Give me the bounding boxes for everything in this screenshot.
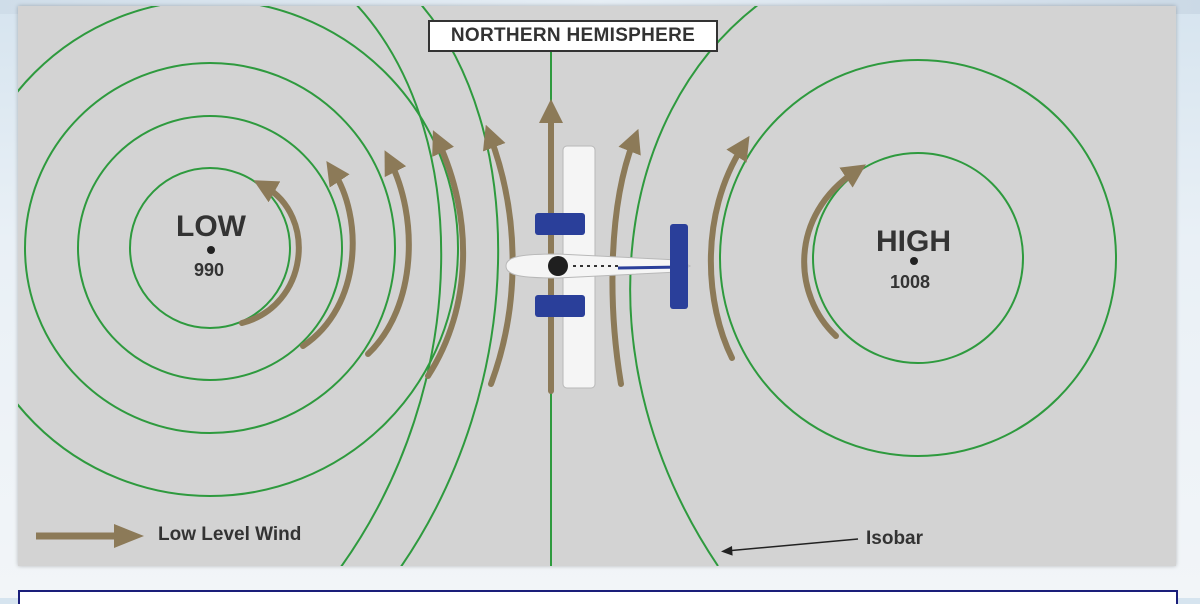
wind-arrow-low-3 xyxy=(365,150,412,357)
wind-arrow-low-2 xyxy=(300,161,356,349)
isobar-low-4 xyxy=(18,6,459,497)
low-center-dot xyxy=(207,246,215,254)
isobar-low-1 xyxy=(129,167,291,329)
diagram-canvas xyxy=(18,6,1117,566)
low-pressure-label: LOW xyxy=(176,210,246,243)
open-isobars xyxy=(340,6,759,566)
high-center-dot xyxy=(910,257,918,265)
aircraft-engine-right xyxy=(535,295,585,317)
wind-arrow-icon xyxy=(36,524,144,548)
isobar-low-3 xyxy=(24,62,396,434)
legend-isobar-label: Isobar xyxy=(866,528,924,549)
wind-arrow-high-1 xyxy=(707,135,750,361)
high-pressure-label: HIGH xyxy=(876,225,951,258)
aircraft-tail xyxy=(670,224,688,309)
low-pressure-value: 990 xyxy=(194,260,225,280)
isobar-high-2 xyxy=(719,59,1117,457)
wind-arrow-low-4 xyxy=(425,130,467,379)
wind-arrows xyxy=(239,99,867,394)
low-isobars xyxy=(18,6,459,497)
aircraft-engine-left xyxy=(535,213,585,235)
isobar-open-right xyxy=(629,6,759,566)
isobar-high-1 xyxy=(812,152,1024,364)
legend-wind-label: Low Level Wind xyxy=(158,524,302,545)
isobar-open-left-inner xyxy=(400,6,500,566)
aircraft-top-view-icon xyxy=(505,145,692,389)
isobar-pointer xyxy=(721,538,859,556)
aircraft-cockpit xyxy=(548,256,568,276)
wind-arrow-high-2 xyxy=(801,164,867,339)
wind-arrow-low-1 xyxy=(239,180,302,326)
diagram-panel: NORTHERN HEMISPHERE LOW 990 HIGH 1008 Lo… xyxy=(18,6,1176,566)
isobar-low-2 xyxy=(77,115,343,381)
high-pressure-value: 1008 xyxy=(890,272,931,292)
isobar-open-left-outer xyxy=(340,6,443,566)
diagram-title: NORTHERN HEMISPHERE xyxy=(428,20,718,52)
bottom-frame-edge xyxy=(18,590,1178,604)
high-isobars xyxy=(719,59,1117,457)
